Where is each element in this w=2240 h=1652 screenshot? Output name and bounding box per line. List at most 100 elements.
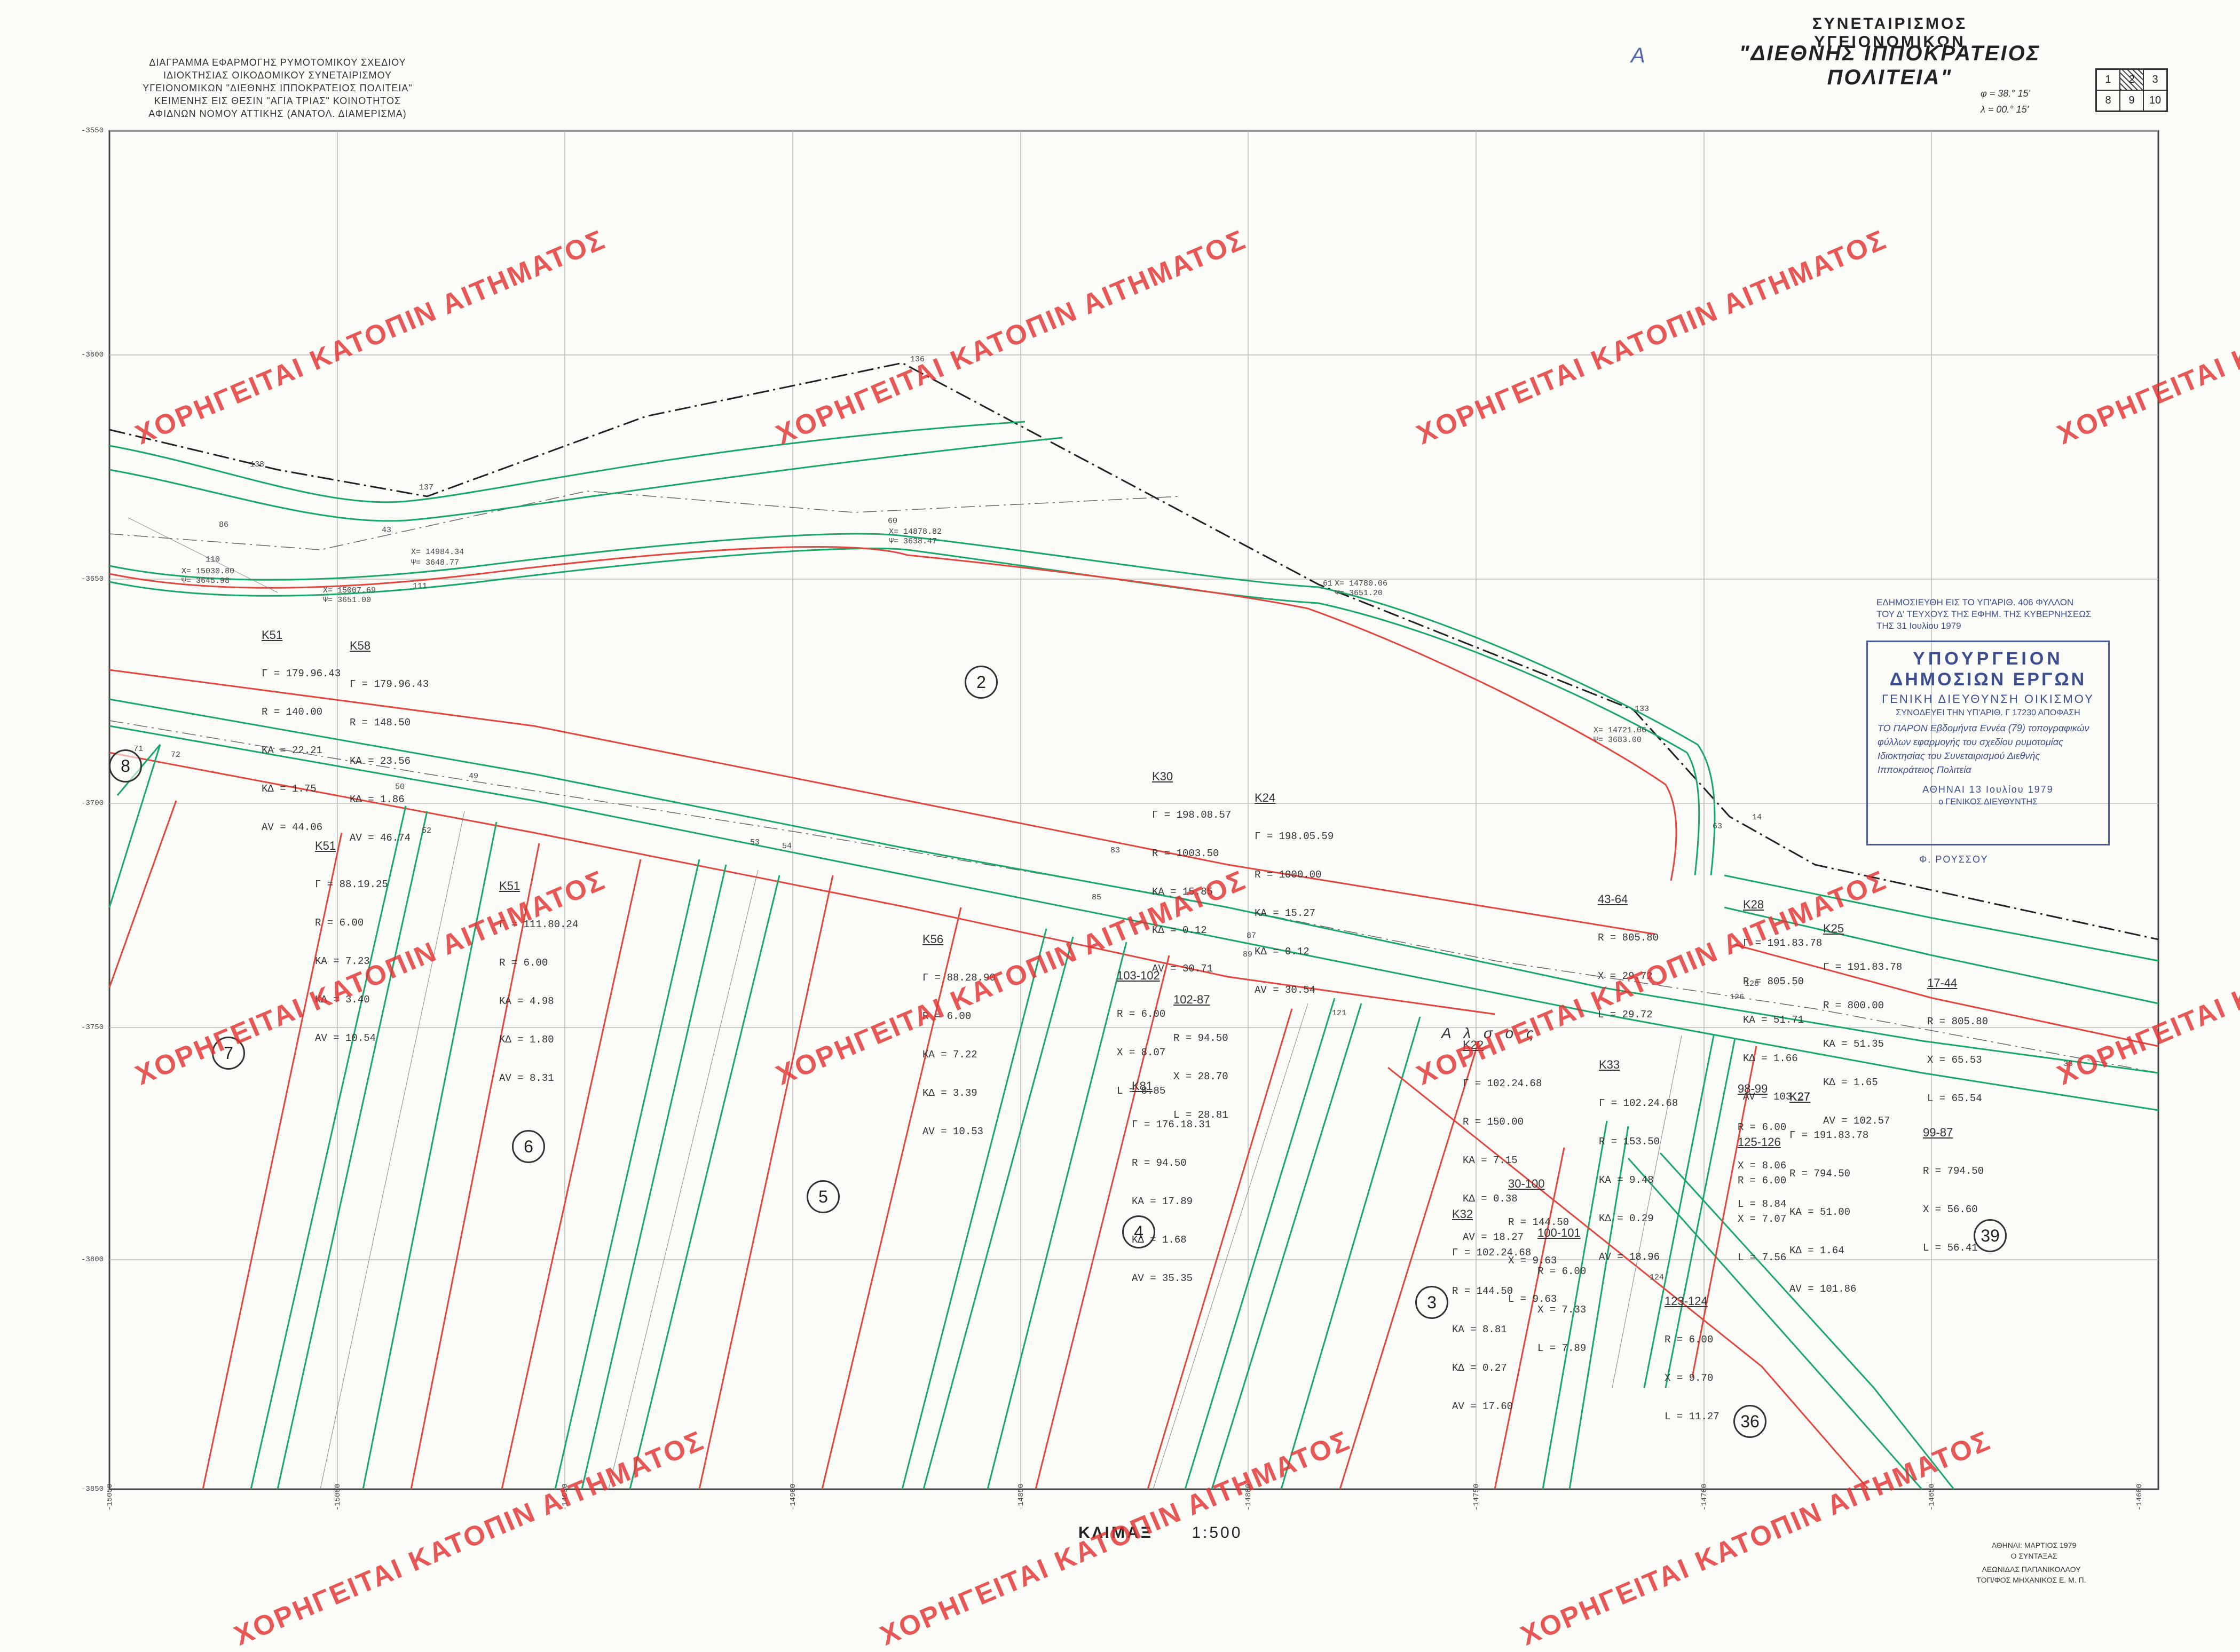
point-label: 72 <box>171 750 181 760</box>
grid-label-x: -14800 <box>1244 1483 1253 1511</box>
road-verticals-red <box>108 800 1870 1490</box>
point-label: 50 <box>395 782 405 792</box>
title-line-1: ΔΙΑΓΡΑΜΜΑ ΕΦΑΡΜΟΓΗΣ ΡΥΜΟΤΟΜΙΚΟΥ ΣΧΕΔΙΟΥ <box>149 57 406 68</box>
curve-row: KA = 7.23 <box>315 955 370 967</box>
curve-row: KA = 17.89 <box>1132 1196 1193 1207</box>
curve-row: KΔ = 0.38 <box>1463 1193 1518 1205</box>
axis-line-main <box>109 720 2159 1073</box>
curve-row: R = 805.80 <box>1598 932 1659 944</box>
map-drawing <box>108 130 2159 1490</box>
publication-line: ΕΔΗΜΟΣΙΕΥΘΗ ΕΙΣ ΤΟ ΥΠ'ΑΡΙΘ. 406 ΦΥΛΛΟΝ <box>1876 597 2074 607</box>
curve-name: K30 <box>1152 770 1173 783</box>
zone-circle: 7 <box>212 1037 245 1070</box>
coord-label: Ψ= 3683.00 <box>1594 736 1642 745</box>
curve-table-k58: K58 Γ = 179.96.43 R = 148.50 KA = 23.56 … <box>350 614 429 870</box>
curve-row: KΔ = 1.64 <box>1789 1245 1844 1256</box>
curve-name: K51 <box>499 879 520 892</box>
curve-row: KA = 9.48 <box>1599 1174 1654 1186</box>
org-name-line1: ΣΥΝΕΤΑΙΡΙΣΜΟΣ ΥΓΕΙΟΝΟΜΙΚΩΝ <box>1812 15 1968 51</box>
stamp-signer: ο ΓΕΝΙΚΟΣ ΔΙΕΥΘΥΝΤΗΣ <box>1938 797 2038 807</box>
point-label: 43 <box>382 526 392 535</box>
curve-name: 17-44 <box>1927 976 1958 990</box>
curve-row: KA = 7.15 <box>1463 1155 1518 1166</box>
grid-label-y: -3750 <box>81 1023 104 1032</box>
curve-name: 100-101 <box>1537 1226 1581 1239</box>
grid-label-y: -3650 <box>81 575 104 583</box>
thin-guides <box>128 517 1682 1490</box>
sheet-index-cell: 9 <box>2120 90 2143 111</box>
sheet-index-cell-current: 2 <box>2120 69 2143 90</box>
grid-label-x: -14950 <box>561 1483 570 1511</box>
curve-row: R = 144.50 <box>1452 1285 1513 1297</box>
publication-note: ΕΔΗΜΟΣΙΕΥΘΗ ΕΙΣ ΤΟ ΥΠ'ΑΡΙΘ. 406 ΦΥΛΛΟΝ Τ… <box>1876 597 2106 632</box>
curve-row: R = 6.00 <box>1537 1266 1587 1277</box>
curve-row: AV = 8.31 <box>499 1072 554 1084</box>
curve-row: R = 140.00 <box>262 706 323 718</box>
curve-row: AV = 30.71 <box>1152 963 1213 975</box>
curve-row: X = 56.60 <box>1923 1204 1978 1215</box>
stamp-signer-name: Φ. ΡΟΥΣΣΟΥ <box>1919 854 1989 865</box>
zone-circle: 2 <box>965 666 998 699</box>
curve-row: R = 6.00 <box>1738 1121 1787 1133</box>
curve-table-103-102: 103-102 R = 6.00 X = 8.07 L = 8.85 <box>1117 944 1165 1123</box>
curve-table-k32: K32 Γ = 102.24.68 R = 144.50 KA = 8.81 K… <box>1452 1182 1531 1438</box>
coord-label: X= 15030.80 <box>182 567 235 576</box>
point-label: 71 <box>133 745 144 754</box>
date-line-1: ΑΘΗΝΑΙ: ΜΑΡΤΙΟΣ 1979 <box>1991 1541 2077 1550</box>
curve-row: L = 65.54 <box>1927 1093 1982 1104</box>
author-block: ΛΕΩΝΙΔΑΣ ΠΑΠΑΝΙΚΟΛΑΟΥ ΤΟΠ/ΦΟΣ ΜΗΧΑΝΙΚΟΣ … <box>1935 1564 2127 1585</box>
curve-row: R = 6.00 <box>1738 1175 1787 1187</box>
grid-label-x: -14750 <box>1472 1483 1481 1511</box>
curve-row: X = 29.72 <box>1598 970 1653 982</box>
curve-row: X = 28.70 <box>1173 1071 1228 1082</box>
author-line-2: ΤΟΠ/ΦΟΣ ΜΗΧΑΝΙΚΟΣ Ε. Μ. Π. <box>1976 1576 2086 1584</box>
point-label: 89 <box>1243 950 1253 959</box>
point-label: 38 <box>2063 1060 2073 1069</box>
curve-row: KΔ = 0.12 <box>1255 946 1310 958</box>
curve-table-30-100: 30-100 R = 144.50 X = 9.63 L = 9.63 <box>1508 1152 1569 1331</box>
curve-row: Γ = 191.83.78 <box>1789 1129 1869 1141</box>
curve-table-k22: K22 Γ = 102.24.68 R = 150.00 KA = 7.15 K… <box>1463 1013 1542 1269</box>
org-name-line2: "ΔΙΕΘΝΗΣ ΙΠΠΟΚΡΑΤΕΙΟΣ ΠΟΛΙΤΕΙΑ" <box>1739 42 2041 89</box>
title-line-4: ΚΕΙΜΕΝΗΣ ΕΙΣ ΘΕΣΙΝ "ΑΓΙΑ ΤΡΙΑΣ" ΚΟΙΝΟΤΗΤ… <box>154 96 401 106</box>
curve-row: KΔ = 0.12 <box>1152 924 1207 936</box>
point-label: 87 <box>1247 931 1257 940</box>
curve-row: KΔ = 3.40 <box>315 994 370 1006</box>
curve-row: Γ = 102.24.68 <box>1463 1078 1542 1089</box>
curve-row: KΔ = 0.27 <box>1452 1362 1507 1374</box>
curve-name: K32 <box>1452 1207 1473 1221</box>
curve-table-43-64: 43-64 R = 805.80 X = 29.72 L = 29.72 <box>1598 867 1659 1047</box>
publication-line: ΤΟΥ Δ' ΤΕΥΧΟΥΣ ΤΗΣ ΕΦΗΜ. ΤΗΣ ΚΥΒΕΡΝΗΣΕΩΣ <box>1876 609 2092 619</box>
curve-row: AV = 102.57 <box>1823 1115 1890 1127</box>
sheet-index-cell: 8 <box>2096 90 2120 111</box>
curve-table-125-126: 125-126 R = 6.00 X = 7.07 L = 7.56 <box>1738 1110 1786 1290</box>
latitude-label: φ = 38.° 15' <box>1981 88 2030 99</box>
point-label: 49 <box>469 772 479 781</box>
stamp-line-5: ΤΟ ΠΑΡΟΝ Εβδομήντα Εννέα (79) τοπογραφικ… <box>1878 723 2089 775</box>
curve-row: L = 28.81 <box>1173 1109 1228 1121</box>
title-line-2: ΙΔΙΟΚΤΗΣΙΑΣ ΟΙΚΟΔΟΜΙΚΟΥ ΣΥΝΕΤΑΙΡΙΣΜΟΥ <box>163 70 392 81</box>
date-line-2: Ο ΣΥΝΤΑΞΑΣ <box>2010 1552 2057 1560</box>
curve-row: L = 11.27 <box>1665 1411 1720 1422</box>
point-label: 137 <box>419 483 434 492</box>
curve-table-k24: K24 Γ = 198.05.59 R = 1000.00 KA = 15.27… <box>1255 766 1334 1022</box>
curve-row: R = 94.50 <box>1173 1032 1228 1044</box>
sheet-index-cell: 3 <box>2143 69 2167 90</box>
curve-row: X = 9.63 <box>1508 1255 1557 1267</box>
curve-name: K33 <box>1599 1058 1620 1071</box>
curve-row: R = 144.50 <box>1508 1216 1569 1228</box>
grid-label-y: -3550 <box>81 127 104 135</box>
drawing-title-block: ΔΙΑΓΡΑΜΜΑ ΕΦΑΡΜΟΓΗΣ ΡΥΜΟΤΟΜΙΚΟΥ ΣΧΕΔΙΟΥ … <box>128 56 427 120</box>
curve-row: Γ = 179.96.43 <box>262 668 341 679</box>
stamp-line-4: ΣΥΝΟΔΕΥΕΙ ΤΗΝ ΥΠ'ΑΡΙΘ. Γ 17230 ΑΠΟΦΑΣΗ <box>1896 708 2080 717</box>
coord-label: X= 15007.69 <box>323 586 376 595</box>
axis-line-top <box>109 491 1180 550</box>
curve-row: AV = 10.54 <box>315 1032 376 1044</box>
curve-name: K22 <box>1463 1038 1484 1052</box>
curve-table-k30: K30 Γ = 198.08.57 R = 1003.50 KA = 15.85… <box>1152 745 1231 1001</box>
curve-row: R = 6.00 <box>922 1010 972 1022</box>
grid-label-y: -3800 <box>81 1255 104 1264</box>
street-name-alsos: Α λ σ ο ς <box>1441 1025 1538 1041</box>
point-label: 138 <box>250 460 265 469</box>
curve-row: KA = 51.00 <box>1789 1206 1851 1218</box>
